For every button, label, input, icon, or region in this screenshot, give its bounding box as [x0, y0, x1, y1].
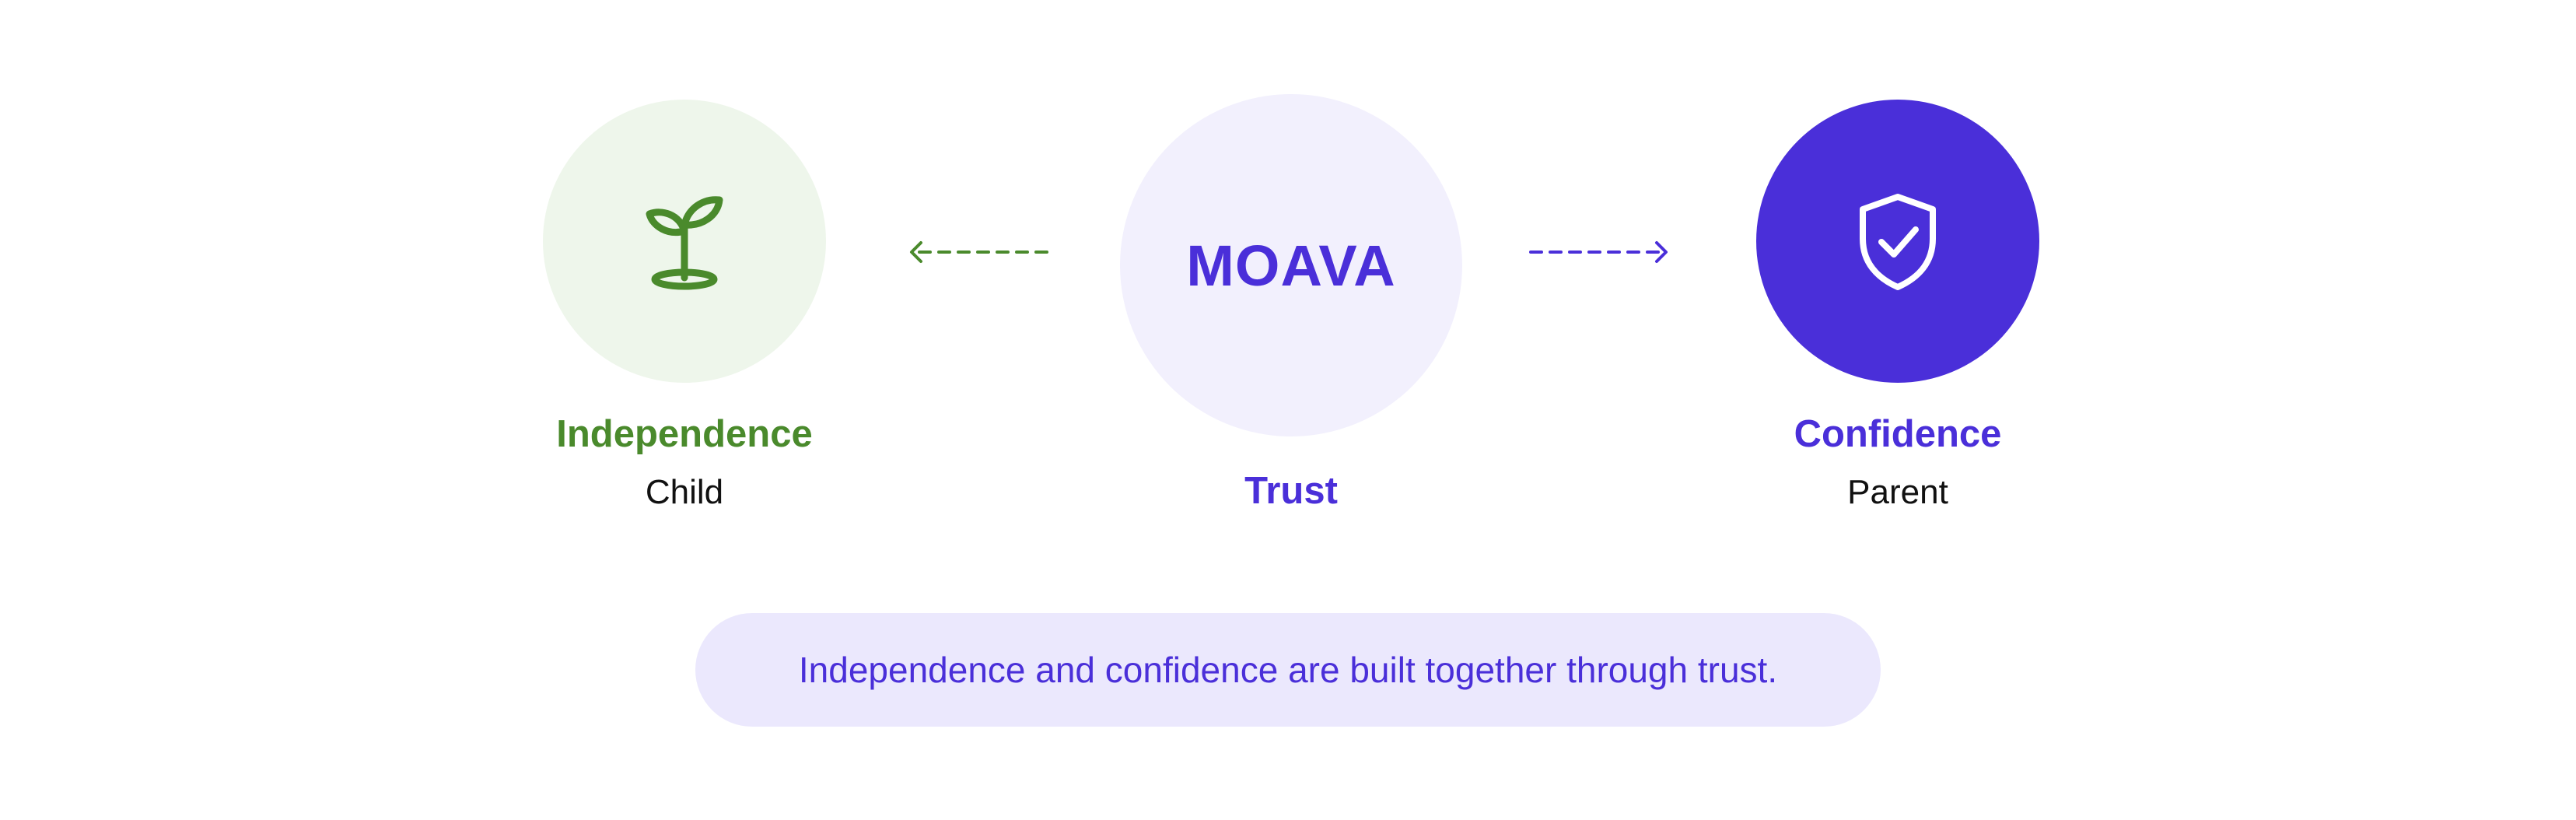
arrow-right-icon	[1529, 241, 1668, 263]
shield-check-icon	[1860, 194, 1936, 290]
arrow-left-icon	[910, 241, 1048, 263]
parent-label: Parent	[1847, 473, 1948, 511]
parent-circle	[1756, 100, 2039, 383]
trust-label: Trust	[1244, 470, 1338, 512]
independence-label: Independence	[556, 413, 813, 455]
tagline-text: Independence and confidence are built to…	[798, 650, 1778, 690]
sprout-icon	[646, 196, 723, 290]
tagline-pill: Independence and confidence are built to…	[695, 613, 1881, 727]
child-circle	[543, 100, 826, 383]
child-label: Child	[645, 473, 724, 511]
confidence-label: Confidence	[1794, 413, 2002, 455]
moava-circle: MOAVA	[1120, 94, 1462, 436]
brand-name: MOAVA	[1186, 233, 1396, 298]
